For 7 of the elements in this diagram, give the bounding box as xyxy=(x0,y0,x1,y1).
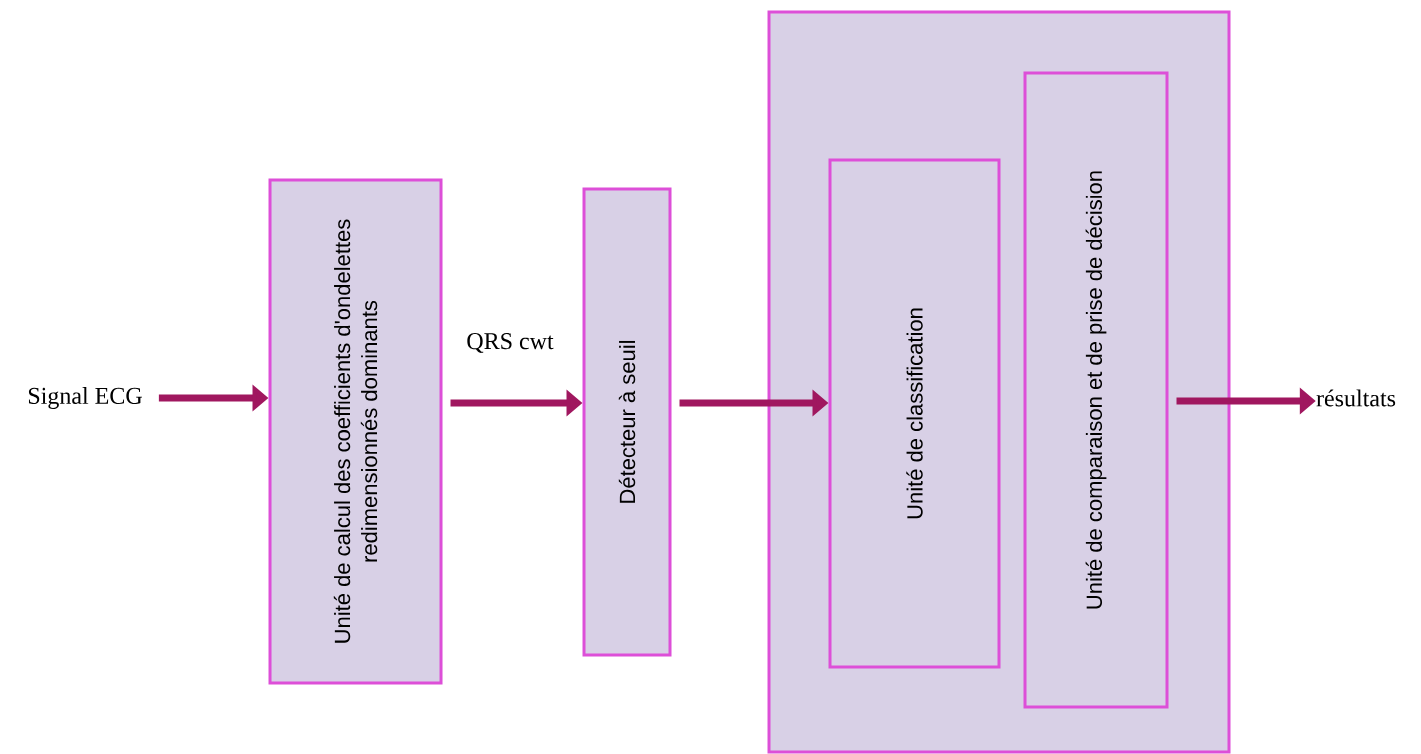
signal-label: résultats xyxy=(1316,389,1396,407)
process-box: Unité de calcul des coefficients d'ondelettes redimensionnés dominants xyxy=(268,178,443,685)
signal-label: Signal ECG xyxy=(28,387,142,409)
process-box: Unité de comparaison et de prise de décision xyxy=(1023,71,1169,709)
edge-label: QRS cwt xyxy=(465,332,555,354)
process-box: Détecteur à seuil xyxy=(582,187,672,657)
process-box: Unité de classification xyxy=(828,158,1001,669)
